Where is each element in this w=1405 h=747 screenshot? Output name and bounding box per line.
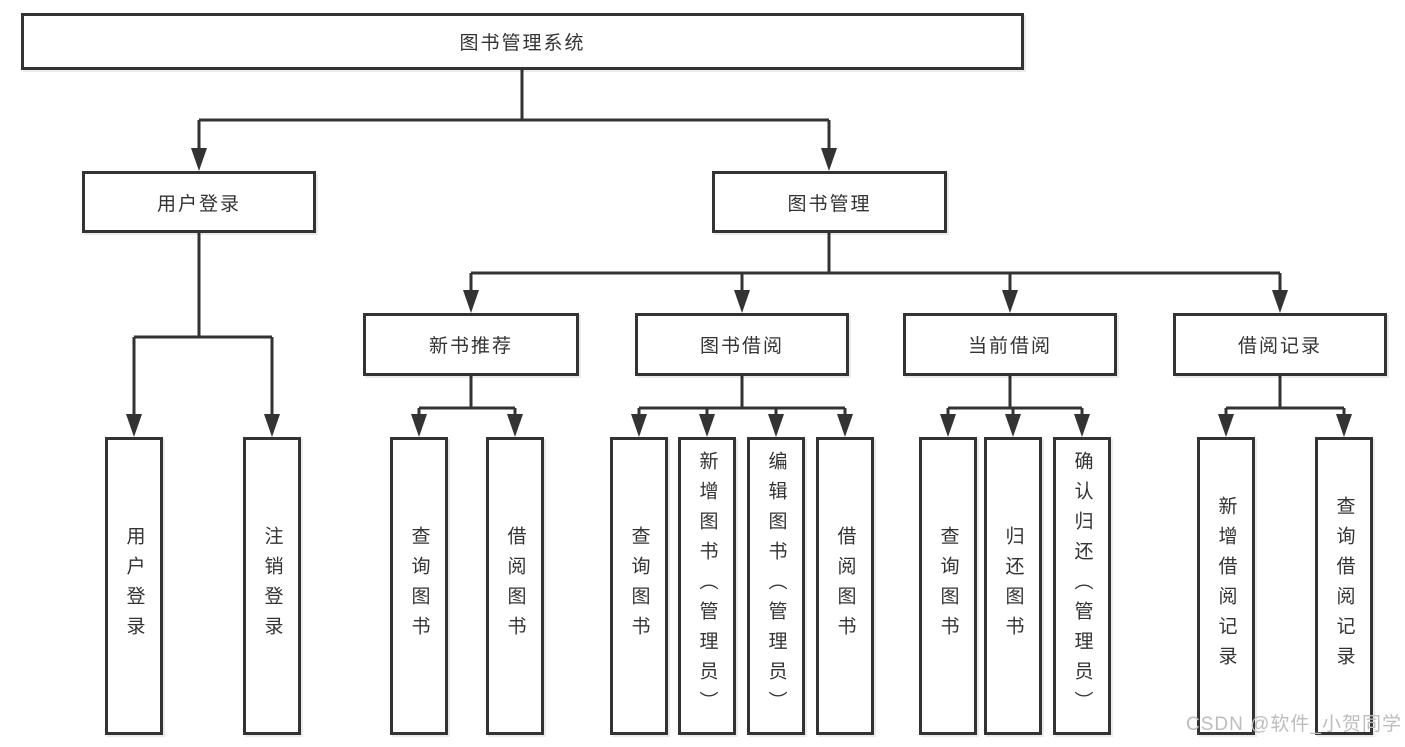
leaf-label: 查询借阅记录 [1333, 496, 1355, 676]
node-leaf-confirm-return-admin: 确认归还（管理员） [1053, 437, 1111, 735]
leaf-label: 查询图书 [937, 526, 959, 646]
connector-book-borrow-to-leaves [637, 376, 847, 416]
arrowhead [126, 414, 142, 437]
node-leaf-add-borrow-record: 新增借阅记录 [1197, 437, 1255, 735]
connector-borrow-records-to-leaves [1224, 376, 1346, 416]
connector-user-login-to-leaves [132, 233, 274, 416]
connector-current-borrow-to-leaves [946, 376, 1084, 416]
arrowhead [699, 414, 715, 437]
node-system-root: 图书管理系统 [21, 13, 1024, 70]
node-leaf-add-books-admin: 新增图书（管理员） [678, 437, 736, 735]
arrowhead [631, 414, 647, 437]
leaf-label: 新增图书（管理员） [696, 451, 718, 721]
arrowhead [1218, 414, 1234, 437]
node-leaf-query-books-current: 查询图书 [919, 437, 977, 735]
node-borrowing-records: 借阅记录 [1173, 313, 1387, 376]
node-leaf-user-login: 用户登录 [105, 437, 163, 735]
leaf-label: 归还图书 [1002, 526, 1024, 646]
leaf-label: 查询图书 [408, 526, 430, 646]
arrowhead [1074, 414, 1090, 437]
arrowhead [940, 414, 956, 437]
node-leaf-logout: 注销登录 [243, 437, 301, 735]
node-leaf-edit-books-admin: 编辑图书（管理员） [747, 437, 805, 735]
node-leaf-return-books: 归还图书 [984, 437, 1042, 735]
leaf-label: 借阅图书 [504, 526, 526, 646]
connector-root-to-level2 [197, 69, 831, 150]
csdn-watermark: CSDN @软件_小贺同学 [1186, 714, 1402, 735]
arrowhead [264, 414, 280, 437]
leaf-label: 编辑图书（管理员） [765, 451, 787, 721]
node-book-management-branch: 图书管理 [712, 171, 947, 233]
node-new-book-recommend: 新书推荐 [363, 313, 579, 376]
leaf-label: 新增借阅记录 [1215, 496, 1237, 676]
leaf-label: 确认归还（管理员） [1071, 451, 1093, 721]
node-leaf-borrow-books-recommend: 借阅图书 [486, 437, 544, 735]
arrowhead [768, 414, 784, 437]
arrowhead [1272, 290, 1288, 313]
arrowhead [1336, 414, 1352, 437]
leaf-label: 用户登录 [123, 526, 145, 646]
node-book-borrowing: 图书借阅 [635, 313, 849, 376]
connector-new-book-to-leaves [417, 376, 517, 416]
node-current-borrowing: 当前借阅 [903, 313, 1117, 376]
arrowhead [1005, 414, 1021, 437]
arrowhead [734, 290, 750, 313]
arrowhead [837, 414, 853, 437]
node-leaf-query-books-borrowing: 查询图书 [610, 437, 668, 735]
leaf-label: 借阅图书 [834, 526, 856, 646]
arrowhead [821, 148, 837, 171]
arrowhead [1002, 290, 1018, 313]
arrowhead [507, 414, 523, 437]
arrowhead [411, 414, 427, 437]
leaf-label: 注销登录 [261, 526, 283, 646]
arrowhead [463, 290, 479, 313]
node-user-login-branch: 用户登录 [82, 171, 316, 233]
connector-book-mgmt-to-level3 [469, 233, 1282, 292]
arrowheads [126, 148, 1352, 437]
leaf-label: 查询图书 [628, 526, 650, 646]
node-leaf-borrow-books-borrowing: 借阅图书 [816, 437, 874, 735]
node-leaf-query-borrow-record: 查询借阅记录 [1315, 437, 1373, 735]
arrowhead [191, 148, 207, 171]
node-leaf-query-books-recommend: 查询图书 [390, 437, 448, 735]
